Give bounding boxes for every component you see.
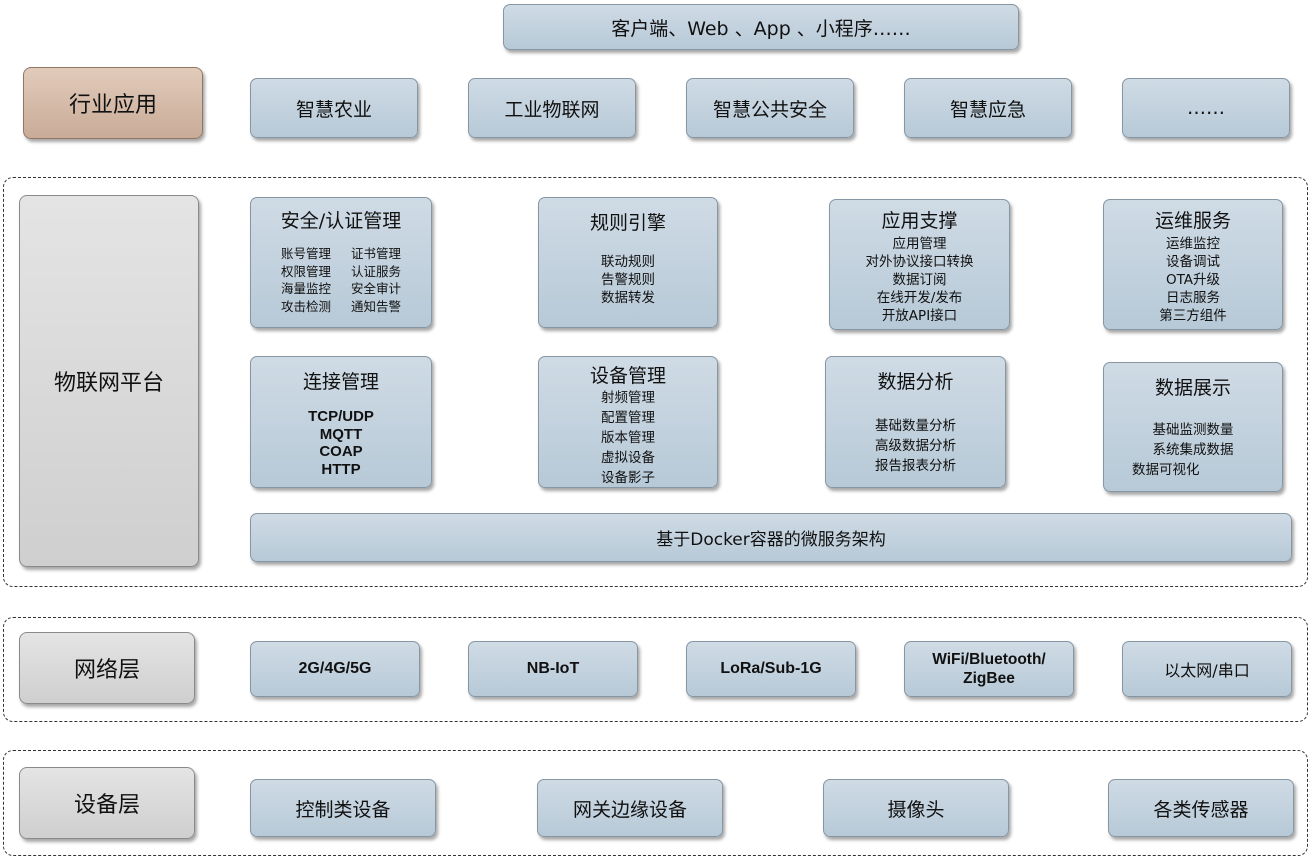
module-rules: 规则引擎 联动规则 告警规则 数据转发 <box>538 197 718 328</box>
module-title: 安全/认证管理 <box>280 210 402 232</box>
device-item-sensors: 各类传感器 <box>1108 779 1294 837</box>
module-device-mgmt: 设备管理 射频管理 配置管理 版本管理 虚拟设备 设备影子 <box>538 356 718 488</box>
device-item-label: 摄像头 <box>887 798 945 821</box>
module-item: 系统集成数据 <box>1152 442 1234 458</box>
module-title: 设备管理 <box>589 365 666 387</box>
network-item-ethernet: 以太网/串口 <box>1122 641 1292 697</box>
device-layer-label: 设备层 <box>19 767 195 839</box>
module-item: 通知告警 <box>351 298 402 314</box>
industry-label: 行业应用 <box>68 93 157 118</box>
module-item: 在线开发/发布 <box>876 290 963 306</box>
module-item: 版本管理 <box>601 430 655 446</box>
clients-label: 客户端、Web 、App 、小程序…… <box>611 17 911 40</box>
module-item: 告警规则 <box>601 272 655 288</box>
device-item-control: 控制类设备 <box>250 779 436 837</box>
network-label: 网络层 <box>73 658 140 683</box>
module-item: 配置管理 <box>601 410 655 426</box>
docker-bar: 基于Docker容器的微服务架构 <box>250 513 1292 562</box>
module-item: HTTP <box>321 460 361 478</box>
module-item: 对外协议接口转换 <box>865 254 974 270</box>
industry-item-public-safety: 智慧公共安全 <box>686 78 854 138</box>
module-item: 第三方组件 <box>1159 308 1227 324</box>
network-item-label: LoRa/Sub-1G <box>720 660 822 677</box>
module-item: TCP/UDP <box>308 408 374 425</box>
module-item: 运维监控 <box>1166 236 1220 252</box>
module-item: 射频管理 <box>601 390 655 406</box>
industry-item-more: …… <box>1122 78 1290 138</box>
module-item: 联动规则 <box>601 254 655 270</box>
module-item: 数据可视化 <box>1132 462 1200 478</box>
module-item: 报告报表分析 <box>875 458 956 474</box>
module-item: 基础监测数量 <box>1152 422 1234 438</box>
module-item: MQTT <box>319 425 363 443</box>
module-title: 应用支撑 <box>881 210 958 232</box>
module-item: 海量监控 <box>280 281 331 296</box>
network-dashed-border <box>3 617 1308 722</box>
industry-item-iiot: 工业物联网 <box>468 78 636 138</box>
network-item-label: 以太网/串口 <box>1164 661 1250 680</box>
module-security: 安全/认证管理 账号管理 证书管理 权限管理 认证服务 海量监控 安全审计 攻击… <box>250 197 432 328</box>
network-item-lora: LoRa/Sub-1G <box>686 641 856 697</box>
module-display: 数据展示 基础监测数量 系统集成数据 数据可视化 <box>1103 362 1283 492</box>
module-title: 规则引擎 <box>589 212 666 234</box>
module-item: COAP <box>319 443 363 460</box>
module-item: 账号管理 <box>280 246 331 261</box>
module-item: 安全审计 <box>351 281 402 296</box>
module-item: 开放API接口 <box>881 308 958 324</box>
module-item: 设备影子 <box>601 470 655 486</box>
module-title: 运维服务 <box>1154 210 1231 232</box>
device-dashed-border <box>3 750 1308 856</box>
module-item: 虚拟设备 <box>601 450 655 466</box>
platform-label: 物联网平台 <box>53 371 164 396</box>
industry-item-label: 工业物联网 <box>504 98 600 121</box>
module-title: 数据分析 <box>877 371 954 393</box>
module-app-support: 应用支撑 应用管理 对外协议接口转换 数据订阅 在线开发/发布 开放API接口 <box>829 199 1010 330</box>
industry-item-agriculture: 智慧农业 <box>250 78 418 138</box>
platform-dashed-border <box>3 177 1308 587</box>
module-item: 数据转发 <box>601 290 655 306</box>
module-item: 设备调试 <box>1166 254 1220 270</box>
module-item: 日志服务 <box>1166 290 1220 306</box>
module-title: 连接管理 <box>302 371 379 393</box>
industry-item-label: 智慧农业 <box>295 98 372 121</box>
module-item: 基础数量分析 <box>875 418 956 434</box>
network-item-label: WiFi/Bluetooth/ <box>932 651 1046 668</box>
clients-box: 客户端、Web 、App 、小程序…… <box>503 4 1019 50</box>
network-item-label: ZigBee <box>963 670 1015 687</box>
docker-label: 基于Docker容器的微服务架构 <box>656 530 886 550</box>
network-item-cellular: 2G/4G/5G <box>250 641 420 697</box>
module-ops: 运维服务 运维监控 设备调试 OTA升级 日志服务 第三方组件 <box>1103 199 1283 330</box>
industry-layer-label: 行业应用 <box>23 67 203 139</box>
network-item-nbiot: NB-IoT <box>468 641 638 697</box>
device-item-label: 网关边缘设备 <box>572 798 687 821</box>
module-title: 数据展示 <box>1154 377 1231 399</box>
industry-item-emergency: 智慧应急 <box>904 78 1072 138</box>
module-item: OTA升级 <box>1165 272 1221 288</box>
network-item-wireless: WiFi/Bluetooth/ ZigBee <box>904 641 1074 697</box>
device-label: 设备层 <box>73 793 140 818</box>
module-analysis: 数据分析 基础数量分析 高级数据分析 报告报表分析 <box>825 356 1006 488</box>
platform-layer-label: 物联网平台 <box>19 195 199 567</box>
industry-item-label: 智慧公共安全 <box>712 98 827 121</box>
network-item-label: NB-IoT <box>526 660 580 677</box>
module-item: 数据订阅 <box>892 272 947 288</box>
network-layer-label: 网络层 <box>19 632 195 704</box>
device-item-gateway: 网关边缘设备 <box>537 779 723 837</box>
device-item-label: 控制类设备 <box>295 798 391 821</box>
module-item: 证书管理 <box>351 246 402 261</box>
module-item: 攻击检测 <box>280 298 331 314</box>
industry-item-label: …… <box>1187 97 1225 119</box>
device-item-camera: 摄像头 <box>823 779 1009 837</box>
module-item: 高级数据分析 <box>875 438 956 454</box>
industry-item-label: 智慧应急 <box>949 98 1026 121</box>
device-item-label: 各类传感器 <box>1153 798 1249 821</box>
network-item-label: 2G/4G/5G <box>298 660 372 677</box>
module-item: 权限管理 <box>280 263 331 279</box>
module-connection: 连接管理 TCP/UDP MQTT COAP HTTP <box>250 356 432 488</box>
module-item: 认证服务 <box>351 263 402 279</box>
module-item: 应用管理 <box>892 236 947 252</box>
